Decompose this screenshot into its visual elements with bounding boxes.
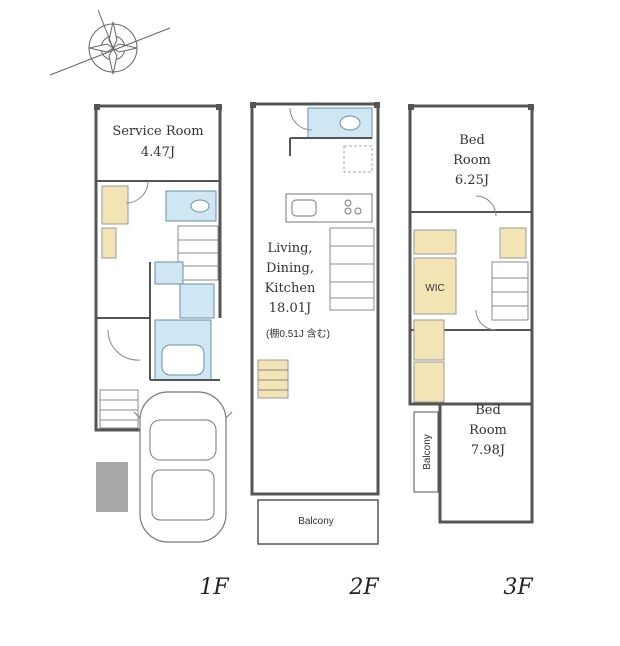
bed2-area: 7.98J [471, 443, 505, 458]
bed1-area: 6.25J [455, 173, 489, 188]
balcony-2f-label: Balcony [298, 516, 334, 527]
ldk-note: (棚0.51J 含む) [266, 327, 330, 340]
wic-label: WIC [425, 283, 444, 294]
balcony-3f-label: Balcony [422, 434, 433, 470]
floor-label-2f: 2F [348, 575, 379, 600]
floor-3f: WIC Balcony Bed Room 6.25J Bed Room 7.98… [408, 104, 534, 524]
room-service-label: Service Room [112, 124, 203, 139]
floor-1f: Service Room 4.47J [94, 104, 233, 543]
bed1-line1: Bed [459, 133, 485, 148]
car-icon [133, 391, 233, 543]
floor-2f: Balcony Living, Dining, Kitchen 18.01J (… [250, 102, 380, 545]
ldk-area: 18.01J [269, 301, 311, 316]
room-service-area: 4.47J [141, 145, 175, 160]
ldk-label-line2: Dining, [266, 261, 314, 276]
floor-label-3f: 3F [503, 575, 533, 600]
ldk-label-line1: Living, [267, 241, 312, 256]
bed2-line1: Bed [475, 403, 501, 418]
floor-label-1f: 1F [199, 575, 229, 600]
ldk-label-line3: Kitchen [265, 281, 316, 296]
bed1-line2: Room [453, 153, 491, 168]
bed2-line2: Room [469, 423, 507, 438]
compass-icon [49, 9, 171, 76]
wic-area [413, 257, 457, 315]
